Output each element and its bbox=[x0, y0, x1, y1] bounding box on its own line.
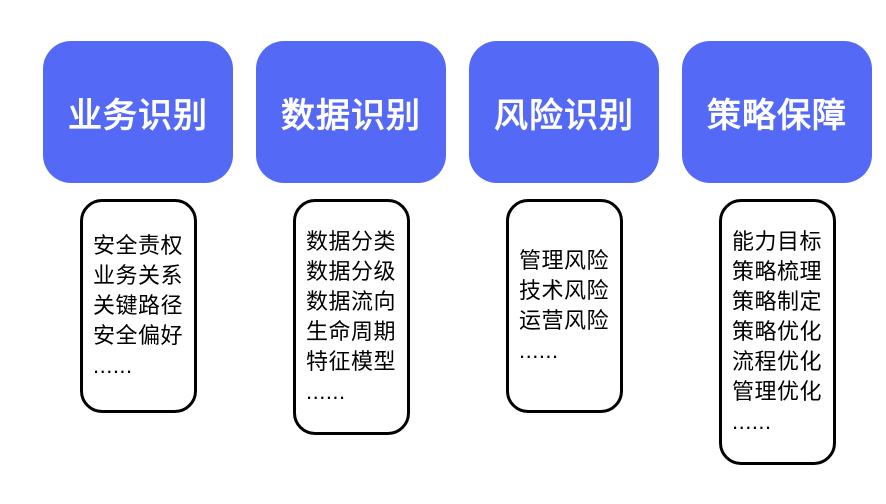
list-items-risk: 管理风险技术风险运营风险...... bbox=[519, 246, 609, 366]
list-item: 策略梳理 bbox=[731, 259, 822, 284]
ellipsis-item: ...... bbox=[518, 338, 559, 363]
list-item: 管理优化 bbox=[731, 379, 822, 404]
header-box-strategy: 策略保障 bbox=[682, 41, 872, 183]
list-item: 安全责权 bbox=[92, 233, 183, 258]
list-item: 生命周期 bbox=[305, 319, 396, 344]
list-box-data: 数据分类数据分级数据流向生命周期特征模型...... bbox=[292, 199, 410, 435]
column-data: 数据识别数据分类数据分级数据流向生命周期特征模型...... bbox=[256, 41, 446, 435]
list-item: 关键路径 bbox=[92, 293, 183, 318]
ellipsis-item: ...... bbox=[92, 353, 133, 378]
header-box-data: 数据识别 bbox=[256, 41, 446, 183]
column-risk: 风险识别管理风险技术风险运营风险...... bbox=[469, 41, 659, 413]
list-item: 数据流向 bbox=[305, 289, 396, 314]
list-item: 数据分类 bbox=[305, 229, 396, 254]
ellipsis-item: ...... bbox=[731, 409, 772, 434]
list-item: 技术风险 bbox=[518, 278, 609, 303]
header-box-business: 业务识别 bbox=[43, 41, 233, 183]
list-item: 运营风险 bbox=[518, 308, 609, 333]
list-items-strategy: 能力目标策略梳理策略制定策略优化流程优化管理优化...... bbox=[732, 227, 822, 437]
list-box-business: 安全责权业务关系关键路径安全偏好...... bbox=[79, 199, 197, 413]
list-item: 流程优化 bbox=[731, 349, 822, 374]
column-business: 业务识别安全责权业务关系关键路径安全偏好...... bbox=[43, 41, 233, 413]
ellipsis-item: ...... bbox=[305, 379, 346, 404]
list-items-data: 数据分类数据分级数据流向生命周期特征模型...... bbox=[306, 227, 396, 407]
list-box-strategy: 能力目标策略梳理策略制定策略优化流程优化管理优化...... bbox=[718, 199, 836, 465]
list-item: 能力目标 bbox=[731, 229, 822, 254]
list-items-business: 安全责权业务关系关键路径安全偏好...... bbox=[93, 231, 183, 381]
column-strategy: 策略保障能力目标策略梳理策略制定策略优化流程优化管理优化...... bbox=[682, 41, 872, 465]
list-item: 安全偏好 bbox=[92, 323, 183, 348]
list-item: 业务关系 bbox=[92, 263, 183, 288]
list-item: 特征模型 bbox=[305, 349, 396, 374]
list-item: 策略优化 bbox=[731, 319, 822, 344]
list-item: 数据分级 bbox=[305, 259, 396, 284]
list-item: 管理风险 bbox=[518, 248, 609, 273]
list-item: 策略制定 bbox=[731, 289, 822, 314]
list-box-risk: 管理风险技术风险运营风险...... bbox=[505, 199, 623, 413]
header-box-risk: 风险识别 bbox=[469, 41, 659, 183]
